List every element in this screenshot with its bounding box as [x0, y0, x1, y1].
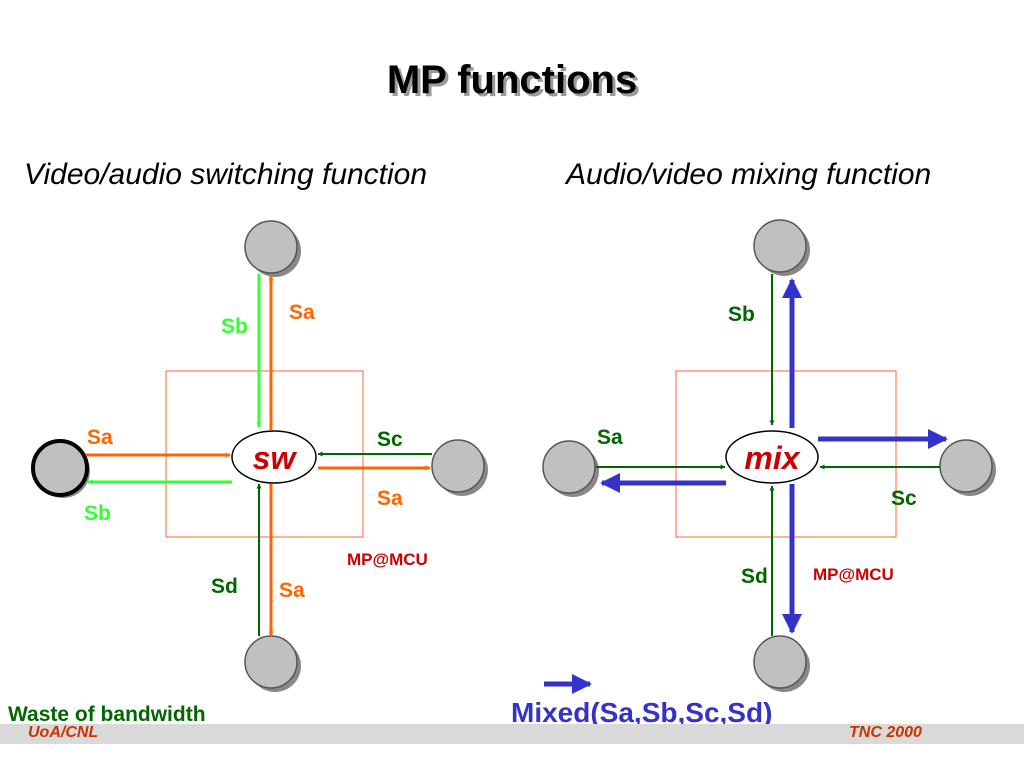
- page-title: MP functions: [386, 58, 638, 102]
- legend-label: Mixed(Sa,Sb,Sc,Sd): [511, 697, 772, 728]
- label-sb-mix: Sb: [728, 303, 755, 326]
- label-sa-right: Sa: [377, 487, 403, 510]
- label-sc-mix: Sc: [891, 487, 917, 510]
- label-sb-left: Sb: [84, 502, 111, 525]
- switching-heading: Video/audio switching function: [24, 158, 428, 191]
- label-sd-mix: Sd: [741, 565, 768, 588]
- footer-right: TNC 2000: [849, 724, 922, 741]
- label-mcu-mixing: MP@MCU: [813, 565, 894, 584]
- label-mcu-switching: MP@MCU: [347, 550, 428, 569]
- label-sa-top: Sa: [289, 301, 315, 324]
- label-sa-left: Sa: [87, 426, 113, 449]
- mix-label: mix: [744, 440, 800, 476]
- node-top-right: [753, 219, 810, 276]
- mix-ellipse: [725, 430, 819, 484]
- switch-label: sw: [253, 440, 298, 476]
- node-right-right: [939, 439, 996, 496]
- node-left-right: [542, 440, 599, 497]
- switch-ellipse: [231, 430, 317, 484]
- footer-left: UoA/CNL: [28, 724, 99, 741]
- bandwidth-note: Waste of bandwidth: [8, 703, 206, 726]
- node-left-selected: [31, 439, 90, 498]
- mixing-heading: Audio/video mixing function: [566, 158, 932, 191]
- node-top-left: [244, 220, 301, 277]
- node-right-left: [431, 439, 488, 496]
- label-sd-bottom: Sd: [211, 575, 238, 598]
- label-sc-right: Sc: [377, 428, 403, 451]
- node-bottom-left: [244, 635, 301, 692]
- node-bottom-right: [753, 635, 810, 692]
- mcu-box-mixing: [675, 370, 897, 538]
- label-sb-top: Sb: [221, 315, 248, 338]
- footer-bar: [0, 724, 1024, 744]
- label-sa-bottom: Sa: [279, 579, 305, 602]
- label-sa-mix: Sa: [597, 426, 623, 449]
